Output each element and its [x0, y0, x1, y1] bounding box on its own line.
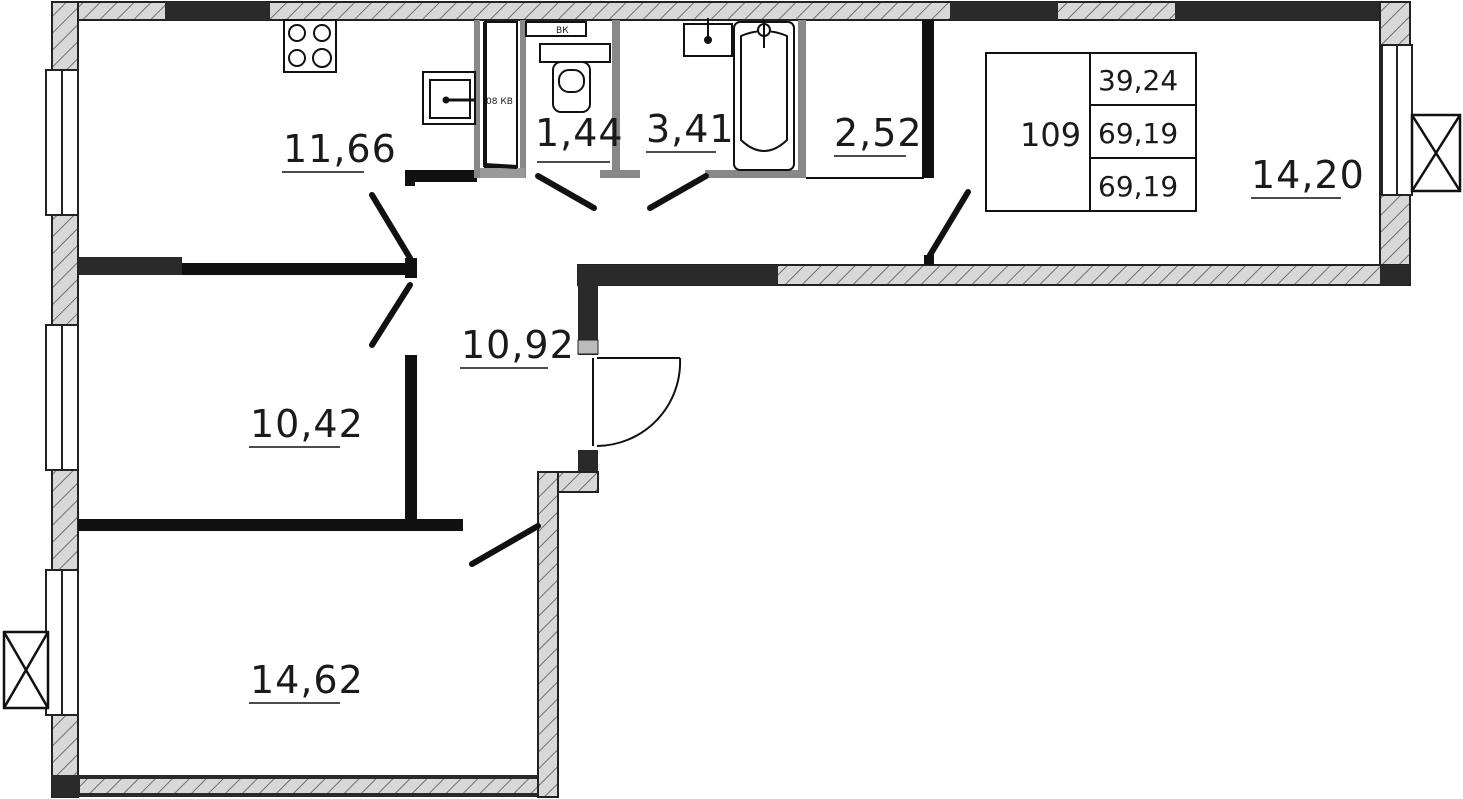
bedroom-south-area: 14,62	[250, 658, 364, 702]
bathroom-area: 3,41	[646, 107, 735, 151]
riser-shaft	[483, 21, 518, 169]
kitchen-stove-icon	[283, 19, 337, 73]
windows	[45, 44, 1413, 716]
living-area: 39,24	[1098, 64, 1178, 97]
storage-area: 2,52	[834, 111, 923, 155]
bathroom-sink-icon	[683, 18, 733, 57]
vent-shafts	[2, 113, 1462, 710]
entrance-door	[592, 357, 682, 447]
kitchen-area: 11,66	[283, 127, 397, 171]
bedroom-east-area: 14,20	[1251, 153, 1365, 197]
vk-label: ВК	[556, 26, 569, 36]
toilet-area: 1,44	[535, 111, 624, 155]
room-areas: 11,66 1,44 3,41 2,52 14,20 10,92 10,42 1…	[249, 107, 1365, 704]
bathtub-icon	[733, 20, 795, 171]
kv-label: 08 КВ	[486, 97, 513, 107]
doors	[369, 173, 971, 567]
toilet-icon	[525, 21, 611, 163]
total-area: 69,19	[1098, 117, 1178, 150]
total-area-with-balcony: 69,19	[1098, 170, 1178, 203]
apartment-number: 109	[1020, 116, 1081, 154]
interior-walls	[78, 20, 934, 531]
kitchen-sink-icon	[422, 71, 476, 125]
apartment-info-table: 109 39,24 69,19 69,19	[985, 52, 1197, 212]
hall-area: 10,92	[461, 323, 575, 367]
bedroom-middle-area: 10,42	[250, 402, 364, 446]
